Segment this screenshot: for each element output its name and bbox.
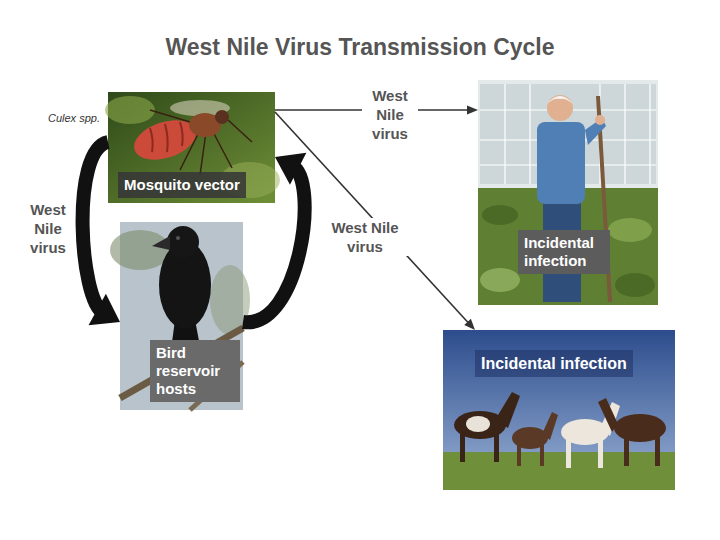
label-band: Bird reservoir hosts	[150, 340, 240, 402]
photo-node: Incidental infection	[443, 330, 675, 490]
arrow-head	[464, 319, 475, 330]
diagram-title: West Nile Virus Transmission Cycle	[0, 34, 720, 61]
label-band: Incidental infection	[475, 350, 633, 377]
crow-photo	[110, 222, 250, 410]
photo-node: Mosquito vector	[108, 92, 275, 203]
node-label: Incidental infection	[524, 234, 604, 270]
label-band: Incidental infection	[518, 230, 610, 274]
gardener-photo	[478, 80, 658, 305]
connector	[83, 142, 120, 325]
connector-line	[243, 166, 305, 322]
edge-label: West Nile virus	[362, 86, 418, 143]
node-label: Mosquito vector	[124, 176, 240, 194]
edge-label: West Nile virus	[322, 218, 408, 256]
label-band: Mosquito vector	[118, 172, 246, 198]
arrow-head	[467, 106, 478, 115]
photo-node: Bird reservoir hosts	[120, 222, 243, 410]
arrow-head	[275, 153, 306, 185]
arrow-head	[89, 294, 120, 326]
photo-node: Incidental infection	[478, 80, 658, 305]
connector-line	[83, 142, 108, 313]
edge-label: West Nile virus	[22, 200, 74, 257]
mosquito-photo	[105, 92, 280, 203]
horses-photo	[443, 330, 675, 490]
species-label: Culex spp.	[48, 112, 100, 124]
connector	[243, 153, 306, 323]
node-label: Incidental infection	[481, 354, 627, 373]
node-label: Bird reservoir hosts	[156, 344, 234, 398]
